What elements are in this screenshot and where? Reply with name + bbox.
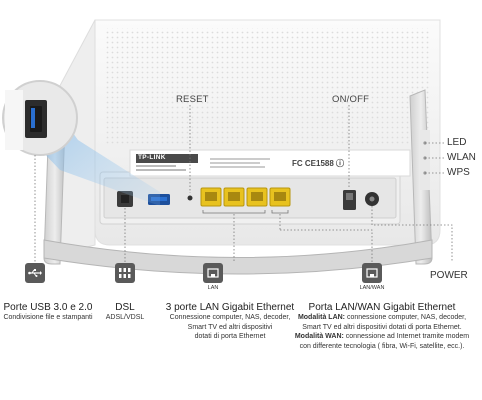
feature-dsl-title: DSL xyxy=(115,302,135,313)
feature-lan-desc-1: Connessione computer, NAS, decoder, xyxy=(169,314,291,321)
feature-lan-desc-2: Smart TV ed altri dispositivi xyxy=(187,323,273,331)
feature-dsl-desc: ADSL/VDSL xyxy=(105,314,145,321)
led-strip xyxy=(420,130,430,190)
feature-lanwan-wan-line2: con differente tecnologia ( fibra, Wi-Fi… xyxy=(299,342,465,350)
feature-lanwan-wan-text: connessione ad Internet tramite modem xyxy=(343,333,470,340)
brand-logo: TP-LINK xyxy=(138,154,166,161)
feature-lan: 3 porte LAN Gigabit Ethernet Connessione… xyxy=(150,302,310,342)
lan-ports xyxy=(200,187,291,207)
onoff-label: ON/OFF xyxy=(332,94,370,105)
certification-marks: FC CE1588 ⓘ xyxy=(292,159,345,168)
wps-label: WPS xyxy=(447,167,470,178)
feature-lanwan-lan-line: Modalità LAN: connessione computer, NAS,… xyxy=(292,313,472,323)
feature-lanwan-title: Porta LAN/WAN Gigabit Ethernet xyxy=(308,302,456,313)
power-label: POWER xyxy=(430,270,468,281)
feature-lanwan-wan-line: Modalità WAN: connessione ad Internet tr… xyxy=(292,332,472,342)
feature-lanwan: Porta LAN/WAN Gigabit Ethernet Modalità … xyxy=(292,302,472,351)
feature-usb-desc: Condivisione file e stampanti xyxy=(3,314,93,321)
feature-dsl: DSL ADSL/VDSL xyxy=(100,302,150,323)
feature-usb: Porte USB 3.0 e 2.0 Condivisione file e … xyxy=(0,302,96,323)
led-label: LED xyxy=(447,137,467,148)
reset-label: RESET xyxy=(176,94,209,105)
feature-lanwan-lan-mode: Modalità LAN: xyxy=(297,314,346,321)
lanwan-icon-caption: LAN/WAN xyxy=(359,285,385,291)
feature-lanwan-lan-line2: Smart TV ed altri dispositivi dotati di … xyxy=(302,323,462,331)
feature-lan-title: 3 porte LAN Gigabit Ethernet xyxy=(165,302,295,313)
vent-grille xyxy=(105,28,430,146)
feature-lan-desc-3: dotati di porta Ethernet xyxy=(194,333,266,340)
wlan-label: WLAN xyxy=(447,152,476,163)
feature-lanwan-wan-mode: Modalità WAN: xyxy=(294,333,344,340)
lanwan-port-icon xyxy=(362,263,382,283)
usb-icon xyxy=(25,263,45,283)
feature-lanwan-lan-text: connessione computer, NAS, decoder, xyxy=(345,314,467,321)
lan-icon-caption: LAN xyxy=(207,285,219,291)
feature-usb-title: Porte USB 3.0 e 2.0 xyxy=(3,302,93,313)
lan-port-icon xyxy=(203,263,223,283)
dsl-icon xyxy=(115,263,135,283)
reset-hole xyxy=(187,195,193,201)
stand-base xyxy=(43,239,433,275)
